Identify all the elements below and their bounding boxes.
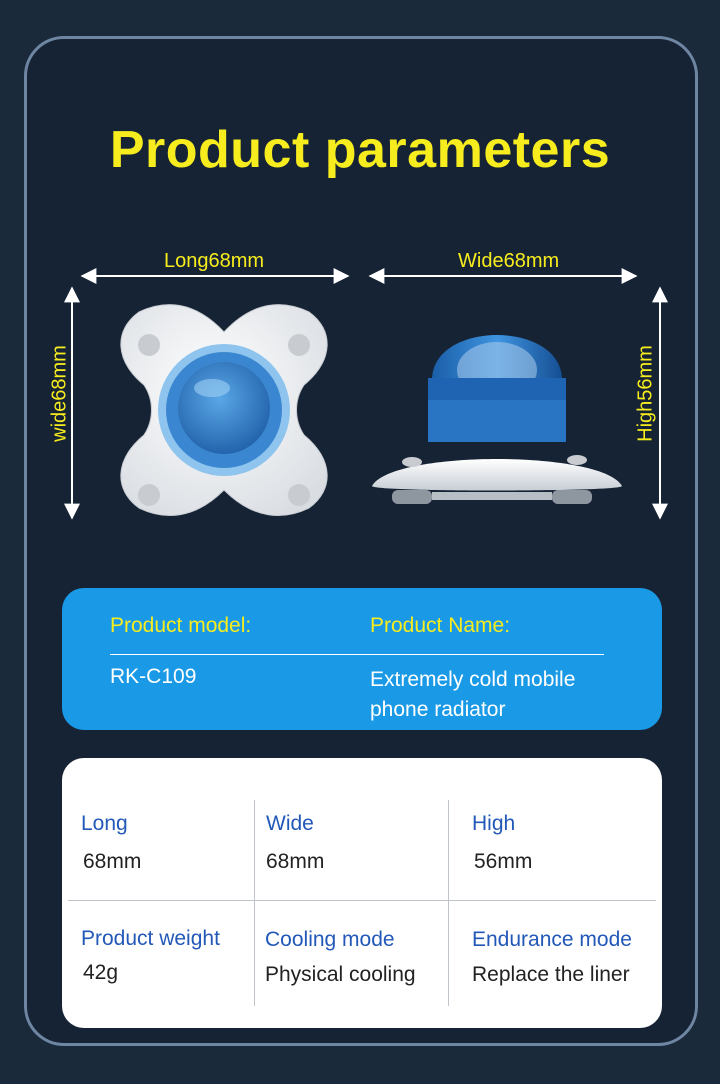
spec-value-high: 56mm: [474, 850, 533, 873]
spec-label-weight: Product weight: [81, 927, 220, 950]
spec-table: Long 68mm Wide 68mm High 56mm Product we…: [62, 758, 662, 1028]
spec-label-wide: Wide: [266, 812, 314, 835]
spec-label-long: Long: [81, 812, 128, 835]
spec-value-weight: 42g: [83, 961, 119, 984]
product-name-value: Extremely cold mobile phone radiator: [370, 668, 576, 721]
spec-value-wide: 68mm: [266, 850, 325, 873]
spec-label-high: High: [472, 812, 516, 835]
height-label-vertical: High56mm: [634, 345, 657, 442]
col-divider: [254, 800, 255, 1006]
product-side-view: [372, 335, 622, 504]
product-name-label: Product Name:: [370, 614, 511, 637]
product-top-view: [120, 304, 328, 516]
side-width-label: Wide68mm: [458, 250, 560, 272]
product-model-value: RK-C109: [110, 665, 197, 688]
page-title: Product parameters: [109, 121, 611, 179]
spec-value-long: 68mm: [83, 850, 142, 873]
row-divider: [68, 900, 656, 901]
spec-label-cooling: Cooling mode: [265, 928, 395, 951]
spec-label-endurance: Endurance mode: [472, 928, 632, 951]
length-label: Long68mm: [164, 250, 265, 272]
spec-value-endurance: Replace the liner: [472, 963, 630, 986]
product-model-label: Product model:: [110, 614, 252, 637]
info-divider: [110, 654, 604, 655]
spec-value-cooling: Physical cooling: [265, 963, 416, 986]
col-divider: [448, 800, 449, 1006]
product-info-panel: Product model: Product Name: RK-C109 Ext…: [62, 588, 662, 730]
width-label-vertical: wide68mm: [48, 345, 71, 442]
